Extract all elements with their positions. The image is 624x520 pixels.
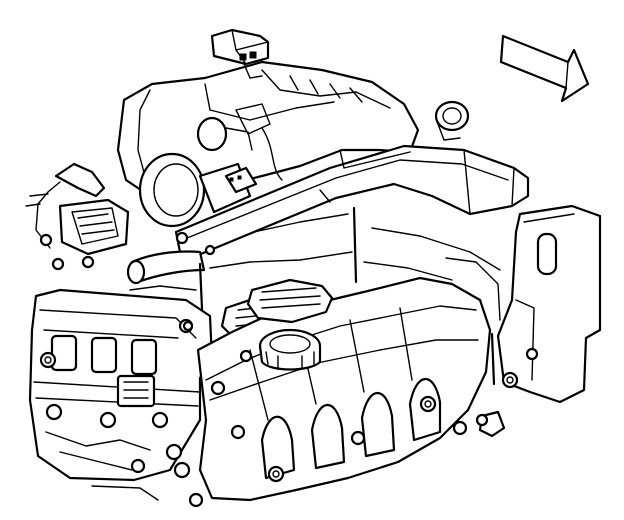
oil-filler-cap <box>258 328 322 371</box>
throttle-body <box>138 116 283 228</box>
oil-fill-ring <box>434 100 470 141</box>
mounting-bracket <box>478 204 602 438</box>
map-sensor-connector <box>210 28 270 79</box>
fuel-rail-brace <box>174 144 530 258</box>
ignition-coil-right <box>246 278 334 324</box>
cylinder-head-left <box>28 288 214 508</box>
hose-pipe <box>126 250 206 285</box>
left-harness <box>25 162 130 271</box>
detail-lines <box>129 213 501 363</box>
direction-arrow-icon <box>499 34 590 103</box>
